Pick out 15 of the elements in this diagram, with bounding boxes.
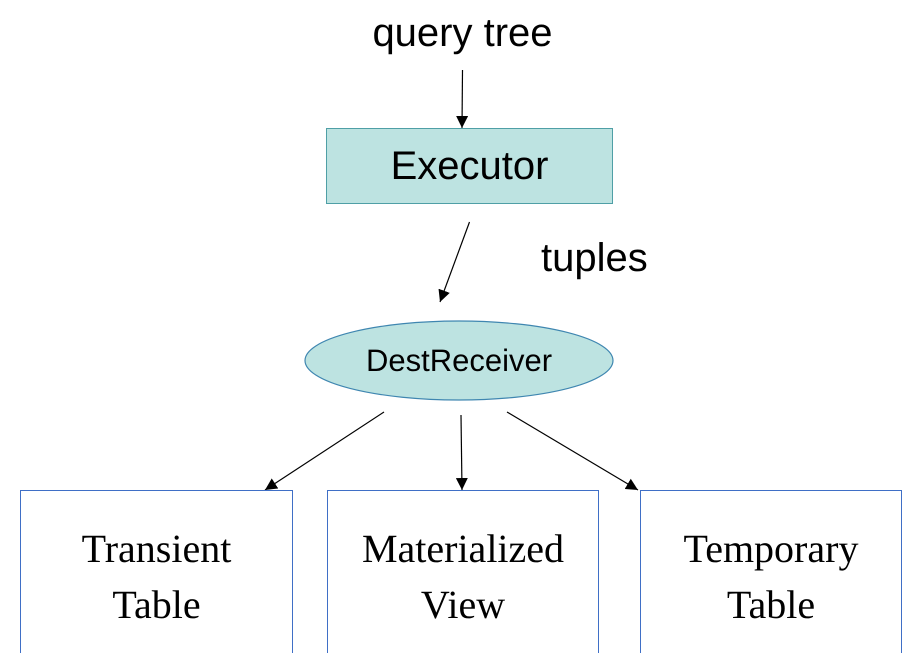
arrow [456, 70, 468, 128]
arrow [506, 411, 638, 491]
node-label: Transient Table [80, 525, 232, 629]
table-box [640, 490, 902, 653]
node-label: DestReceiver [366, 342, 552, 380]
node-label: Materialized View [360, 525, 566, 629]
arrow [264, 412, 384, 490]
view-box [327, 490, 599, 653]
arrow [456, 415, 468, 490]
table-box [20, 490, 293, 653]
node-label: Executor [390, 143, 548, 190]
process-box [326, 128, 613, 204]
node-label: Temporary Table [682, 525, 860, 629]
arrow [438, 222, 470, 302]
input-label: query tree [372, 10, 553, 56]
